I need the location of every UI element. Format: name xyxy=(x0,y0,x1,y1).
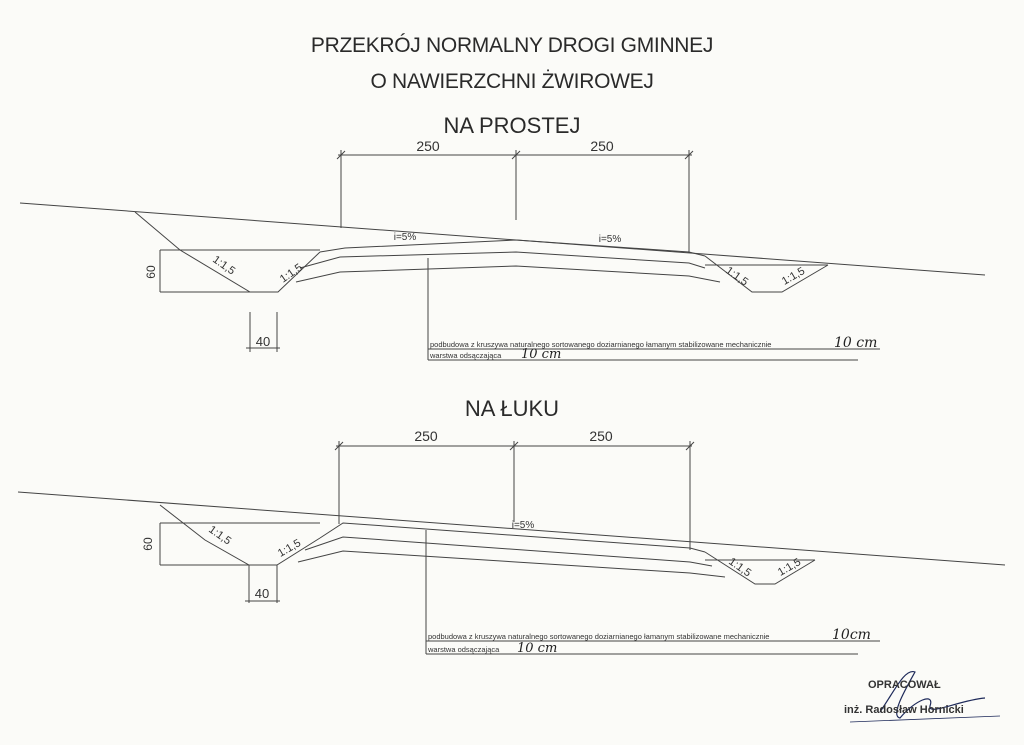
layer-1-thickness: 10cm xyxy=(832,627,871,643)
cross-section-straight: 250 250 i=5% i=5% 60 1:1,5 1:1,5 40 1:1,… xyxy=(19,138,986,362)
ditch-slope-label: 1:1,5 xyxy=(210,254,237,278)
ditch-slope-label: 1:1,5 xyxy=(726,556,753,580)
slope-label: i=5% xyxy=(512,520,535,531)
signature-block: OPRACOWAŁ inż. Radosław Hornicki xyxy=(838,676,998,726)
layer-2-description: warstwa odsączająca xyxy=(427,645,500,654)
ditch-slope-label: 1:1,5 xyxy=(278,262,305,286)
cross-section-curve: 250 250 i=5% 60 1:1,5 1:1,5 40 1:1,5 1:1… xyxy=(17,428,1006,656)
road-surface xyxy=(319,522,706,553)
ditch-slope-label: 1:1,5 xyxy=(780,265,807,288)
base-layer-line xyxy=(304,536,713,567)
ditch-right xyxy=(704,551,816,585)
bottom-width-label: 40 xyxy=(255,586,269,601)
drainage-layer-line xyxy=(295,265,721,283)
dimension-label-right: 250 xyxy=(589,428,613,444)
title-line-2: O NAWIERZCHNI ŻWIROWEJ xyxy=(370,70,654,93)
dimension-tick xyxy=(685,441,695,451)
ditch-left xyxy=(159,504,321,566)
base-layer-line xyxy=(299,251,706,269)
dimension-tick xyxy=(336,150,346,160)
depth-label: 60 xyxy=(141,537,155,551)
slope-label-left: i=5% xyxy=(394,232,417,243)
title-line-1: PRZEKRÓJ NORMALNY DROGI GMINNEJ xyxy=(310,34,714,57)
signature-title: OPRACOWAŁ xyxy=(868,679,941,691)
dimension-tick xyxy=(509,441,519,451)
dimension-tick xyxy=(511,150,521,160)
section-heading-straight: NA PROSTEJ xyxy=(443,113,581,138)
signature-stroke xyxy=(849,715,1001,723)
road-surface xyxy=(319,239,706,257)
dimension-label-left: 250 xyxy=(416,138,440,154)
layer-1-description: podbudowa z kruszywa naturalnego sortowa… xyxy=(428,632,769,641)
layer-1-description: podbudowa z kruszywa naturalnego sortowa… xyxy=(430,340,771,349)
dimension-label-right: 250 xyxy=(590,138,614,154)
signature-scribble xyxy=(879,671,986,719)
layer-2-thickness: 10 cm xyxy=(521,347,561,362)
bottom-width-label: 40 xyxy=(256,334,270,349)
ditch-slope-label: 1:1,5 xyxy=(723,265,750,289)
drainage-layer-line xyxy=(297,550,726,578)
layer-2-description: warstwa odsączająca xyxy=(429,351,502,360)
dimension-tick xyxy=(684,150,694,160)
layer-1-thickness: 10 cm xyxy=(834,335,877,351)
terrain-line xyxy=(19,202,986,276)
ditch-slope-label: 1:1,5 xyxy=(206,524,233,548)
depth-label: 60 xyxy=(144,265,158,279)
terrain-line xyxy=(17,491,1006,566)
dimension-tick xyxy=(334,441,344,451)
slope-label-right: i=5% xyxy=(599,234,622,245)
section-heading-curve: NA ŁUKU xyxy=(464,396,560,421)
layer-2-thickness: 10 cm xyxy=(517,641,557,656)
ditch-right xyxy=(704,255,829,293)
ditch-slope-label: 1:1,5 xyxy=(276,537,303,560)
signature-name: inż. Radosław Hornicki xyxy=(844,704,964,716)
dimension-label-left: 250 xyxy=(414,428,438,444)
